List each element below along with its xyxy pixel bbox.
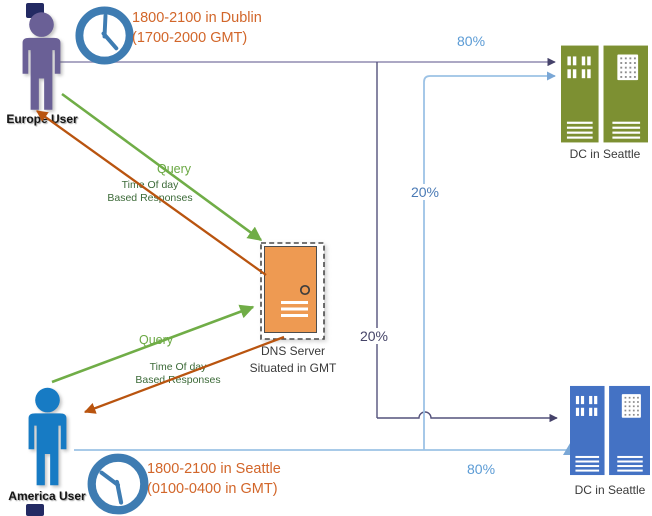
- europe-user-person-icon: [22, 12, 61, 110]
- flow-label-europe-to-top-dc: 80%: [457, 33, 486, 49]
- flow-label-america-to-top-dc: 20%: [407, 184, 443, 200]
- dublin-time-caption: 1800-2100 in Dublin (1700-2000 GMT): [132, 8, 262, 48]
- dc-bottom-datacenter-icon: [570, 385, 650, 476]
- america-query-label: Query: [138, 333, 174, 347]
- europe-response-line1: Time Of day: [121, 179, 179, 191]
- dns-server-label: DNS Server Situated in GMT: [243, 343, 343, 376]
- dublin-time-line1: 1800-2100 in Dublin: [132, 10, 262, 26]
- flow-europe-to-bottom-dc-line: [377, 411, 558, 423]
- seattle-time-line2: (0100-0400 in GMT): [147, 481, 278, 497]
- flow-label-europe-to-bottom-dc: 20%: [355, 328, 393, 344]
- dns-server-label-line1: DNS Server: [260, 344, 325, 358]
- europe-response-line2: Based Responses: [107, 191, 193, 204]
- america-user-label: America User: [8, 489, 86, 503]
- europe-response-label: Time Of day Based Responses: [98, 179, 202, 204]
- dublin-clock-icon: [75, 6, 134, 65]
- america-user-person-icon: [28, 387, 67, 486]
- dc-top-datacenter-icon: [561, 45, 648, 143]
- europe-query-label: Query: [156, 162, 192, 176]
- dns-server-icon: [260, 242, 325, 340]
- america-response-label: Time Of day Based Responses: [126, 361, 230, 386]
- seattle-clock-icon: [87, 453, 149, 515]
- dc-top-label: DC in Seattle: [569, 147, 641, 161]
- seattle-time-line1: 1800-2100 in Seattle: [147, 461, 281, 477]
- america-response-line1: Time Of day: [149, 361, 207, 373]
- europe-user-label: Europe User: [6, 112, 78, 126]
- america-response-line2: Based Responses: [135, 373, 221, 386]
- dublin-time-line2: (1700-2000 GMT): [132, 30, 248, 46]
- corner-square-bottom: [26, 504, 44, 516]
- seattle-time-caption: 1800-2100 in Seattle (0100-0400 in GMT): [147, 459, 281, 499]
- flow-label-america-to-bottom-dc: 80%: [467, 461, 496, 477]
- dns-server-label-line2: Situated in GMT: [249, 360, 337, 375]
- dc-bottom-label: DC in Seattle: [574, 483, 646, 497]
- flow-america-to-top-dc-line: [423, 71, 556, 450]
